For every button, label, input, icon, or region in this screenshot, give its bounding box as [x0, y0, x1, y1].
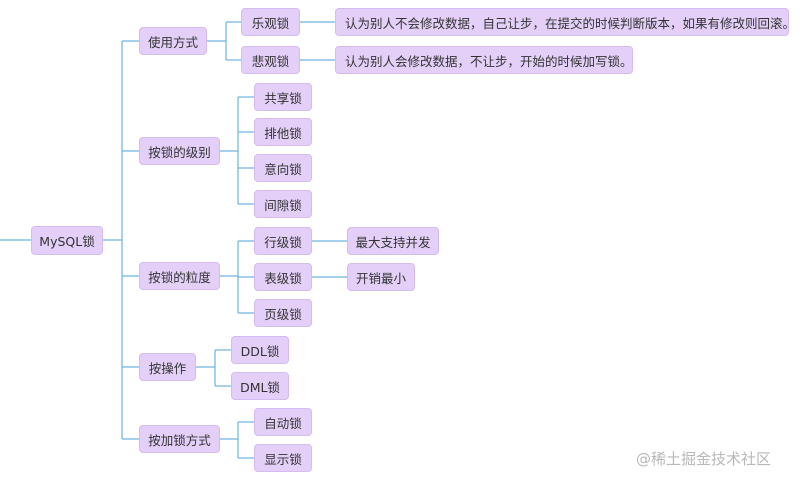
- leaf-node: 排他锁: [254, 118, 312, 146]
- leaf-node: 意向锁: [254, 154, 312, 182]
- leaf-node: 乐观锁: [241, 8, 300, 36]
- leaf-node: 自动锁: [254, 408, 312, 436]
- leaf-node: 页级锁: [254, 299, 312, 327]
- description-node: 认为别人不会修改数据，自己让步，在提交的时候判断版本，如果有修改则回滚。: [335, 8, 795, 36]
- leaf-node: 悲观锁: [241, 46, 300, 74]
- leaf-node: 显示锁: [254, 444, 312, 472]
- root-node: MySQL锁: [31, 226, 103, 255]
- leaf-node: 行级锁: [254, 227, 312, 255]
- watermark: @稀土掘金技术社区: [636, 450, 772, 468]
- leaf-node: 共享锁: [254, 83, 312, 111]
- leaf-node: DDL锁: [231, 336, 289, 364]
- branch-node: 按锁的粒度: [139, 262, 220, 290]
- detail-node: 最大支持并发: [347, 227, 439, 255]
- detail-node: 开销最小: [347, 263, 415, 291]
- leaf-node: DML锁: [231, 372, 289, 400]
- branch-node: 按锁的级别: [139, 137, 220, 165]
- description-node: 认为别人会修改数据，不让步，开始的时候加写锁。: [335, 46, 633, 74]
- branch-node: 按操作: [139, 353, 196, 381]
- leaf-node: 表级锁: [254, 263, 312, 291]
- branch-node: 按加锁方式: [139, 425, 220, 453]
- branch-node: 使用方式: [139, 27, 207, 55]
- leaf-node: 间隙锁: [254, 190, 312, 218]
